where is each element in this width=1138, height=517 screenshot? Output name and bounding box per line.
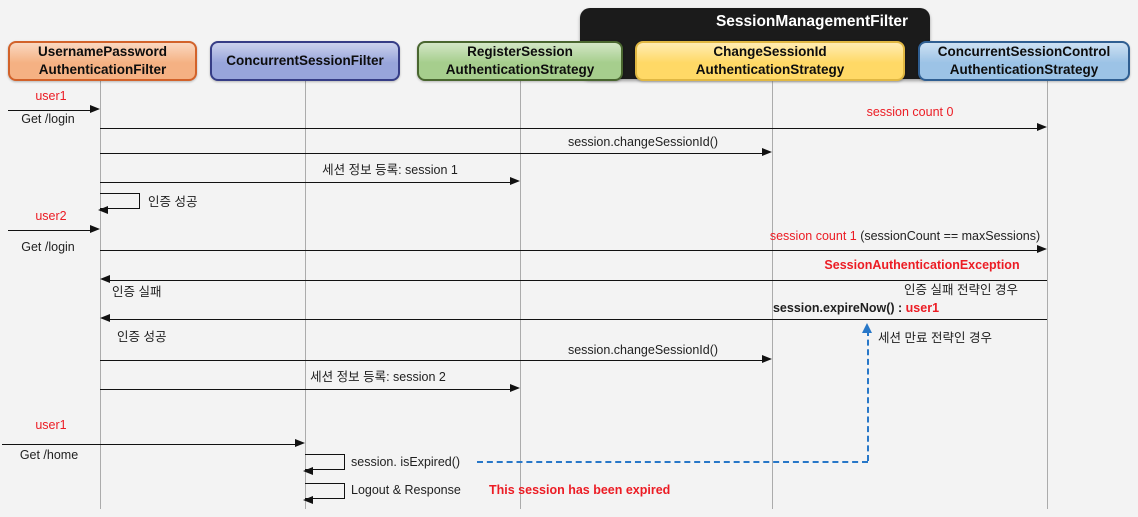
label-text: Logout & Response bbox=[351, 483, 461, 497]
register-session-2-arrow bbox=[100, 384, 520, 393]
arrowhead-left bbox=[303, 495, 313, 504]
label-text: session. isExpired() bbox=[351, 455, 461, 469]
register-session-1-label: 세션 정보 등록: session 1 bbox=[322, 163, 458, 179]
session-auth-exception-label: SessionAuthenticationException bbox=[824, 258, 1019, 274]
arrowhead-right bbox=[762, 148, 772, 157]
arrowhead-left bbox=[100, 314, 110, 323]
get-home-label: Get /home bbox=[20, 448, 78, 464]
arrowhead-left bbox=[303, 466, 313, 475]
lifeline-concurrent-session-filter bbox=[305, 81, 306, 509]
lifeline-change-session-id-authentication-strategy bbox=[772, 81, 773, 509]
label-text: user1 bbox=[35, 418, 67, 432]
label-text: 세션 정보 등록: session 2 bbox=[310, 370, 446, 384]
user1-get-home-arrow bbox=[2, 439, 305, 448]
user2-get-login-arrow bbox=[8, 225, 100, 234]
label-text: user1 bbox=[905, 301, 940, 315]
session-count-1-label: session count 1 (sessionCount == maxSess… bbox=[770, 229, 1040, 245]
label-text: 인증 실패 전략인 경우 bbox=[904, 283, 1018, 297]
get-login-label-1: Get /login bbox=[21, 112, 75, 128]
lifeline-username-password-authentication-filter bbox=[100, 81, 101, 509]
change-session-id-arrow-1 bbox=[100, 148, 772, 157]
label-text: SessionAuthenticationException bbox=[824, 258, 1020, 272]
get-login-label-2: Get /login bbox=[21, 240, 75, 256]
label-text: session count 0 bbox=[866, 105, 954, 119]
label-text: (sessionCount == maxSessions) bbox=[860, 229, 1041, 243]
label-text: Get /login bbox=[21, 112, 75, 126]
label-text: session.changeSessionId() bbox=[567, 343, 719, 357]
session-expire-now-label: session.expireNow() : user1 bbox=[773, 301, 939, 317]
session-is-expired-label: session. isExpired() bbox=[351, 455, 460, 471]
arrowhead-right bbox=[295, 439, 305, 448]
expired-session-feedback-dashed-arrow-vertical bbox=[867, 330, 869, 461]
auth-success-label-1: 인증 성공 bbox=[148, 195, 197, 211]
actor-label: UsernamePassword bbox=[37, 44, 168, 60]
frame-title: SessionManagementFilter bbox=[715, 13, 909, 30]
label-text: 세션 정보 등록: session 1 bbox=[322, 163, 458, 177]
label-text: 인증 실패 bbox=[112, 285, 162, 299]
user1-get-login-arrow bbox=[8, 105, 100, 114]
actor-label: RegisterSession bbox=[467, 44, 573, 60]
session-expired-message-label: This session has been expired bbox=[489, 483, 670, 499]
label-text: 인증 성공 bbox=[148, 195, 198, 209]
label-text: session.expireNow() : bbox=[772, 301, 906, 315]
user1-label-1: user1 bbox=[35, 89, 66, 105]
register-session-1-arrow bbox=[100, 177, 520, 186]
logout-response-self-arrow bbox=[303, 483, 345, 504]
expired-session-feedback-dashed-arrow-arrowhead-up bbox=[862, 323, 872, 333]
lifeline-register-session-authentication-strategy bbox=[520, 81, 521, 509]
actor-label: AuthenticationStrategy bbox=[695, 62, 845, 77]
change-session-id-arrow-2 bbox=[100, 355, 772, 364]
expired-session-feedback-dashed-arrow-horizontal bbox=[477, 461, 868, 463]
arrowhead-right bbox=[510, 177, 520, 186]
lifeline-concurrent-session-control-authentication-strategy bbox=[1047, 81, 1048, 509]
actor-label: AuthenticationStrategy bbox=[949, 62, 1099, 77]
auth-failure-label: 인증 실패 bbox=[112, 285, 161, 301]
session-is-expired-self-arrow bbox=[303, 454, 345, 475]
label-text: Get /home bbox=[19, 448, 79, 462]
arrowhead-right bbox=[762, 355, 772, 364]
actor-label: ConcurrentSessionControl bbox=[937, 44, 1111, 60]
actor-label: ChangeSessionId bbox=[713, 44, 827, 60]
label-text: This session has been expired bbox=[489, 483, 671, 497]
logout-response-label: Logout & Response bbox=[351, 483, 461, 499]
session-auth-exception-arrow bbox=[100, 275, 1047, 284]
label-text: Get /login bbox=[21, 240, 75, 254]
arrowhead-right bbox=[1037, 245, 1047, 254]
actor-label: AuthenticationFilter bbox=[38, 62, 167, 77]
label-text: user1 bbox=[35, 89, 67, 103]
label-text: session.changeSessionId() bbox=[567, 135, 719, 149]
arrowhead-left bbox=[98, 205, 108, 214]
label-text: 세션 만료 전략인 경우 bbox=[878, 331, 992, 345]
arrowhead-right bbox=[90, 225, 100, 234]
label-text: session count 1 bbox=[769, 229, 861, 243]
arrowhead-right bbox=[1037, 123, 1047, 132]
label-text: user2 bbox=[35, 209, 67, 223]
session-expire-strategy-label: 세션 만료 전략인 경우 bbox=[878, 331, 992, 347]
register-session-2-label: 세션 정보 등록: session 2 bbox=[310, 370, 446, 386]
actor-label: AuthenticationStrategy bbox=[445, 62, 595, 77]
change-session-id-label-1: session.changeSessionId() bbox=[568, 135, 718, 151]
auth-failure-strategy-label: 인증 실패 전략인 경우 bbox=[904, 283, 1018, 299]
actor-box-concurrent-session-filter: ConcurrentSessionFilter bbox=[210, 41, 400, 81]
arrowhead-left bbox=[100, 275, 110, 284]
auth-success-label-2: 인증 성공 bbox=[117, 330, 166, 346]
actor-label: ConcurrentSessionFilter bbox=[226, 53, 384, 69]
session-count-0-arrow bbox=[100, 123, 1047, 132]
session-count-1-arrow bbox=[100, 245, 1047, 254]
user2-label: user2 bbox=[35, 209, 66, 225]
session-count-0-label: session count 0 bbox=[867, 105, 954, 121]
auth-success-self-arrow bbox=[98, 193, 140, 214]
arrowhead-right bbox=[90, 105, 100, 114]
arrowhead-right bbox=[510, 384, 520, 393]
session-expire-now-arrow bbox=[100, 314, 1047, 323]
label-text: 인증 성공 bbox=[117, 330, 167, 344]
change-session-id-label-2: session.changeSessionId() bbox=[568, 343, 718, 359]
user1-label-2: user1 bbox=[35, 418, 66, 434]
